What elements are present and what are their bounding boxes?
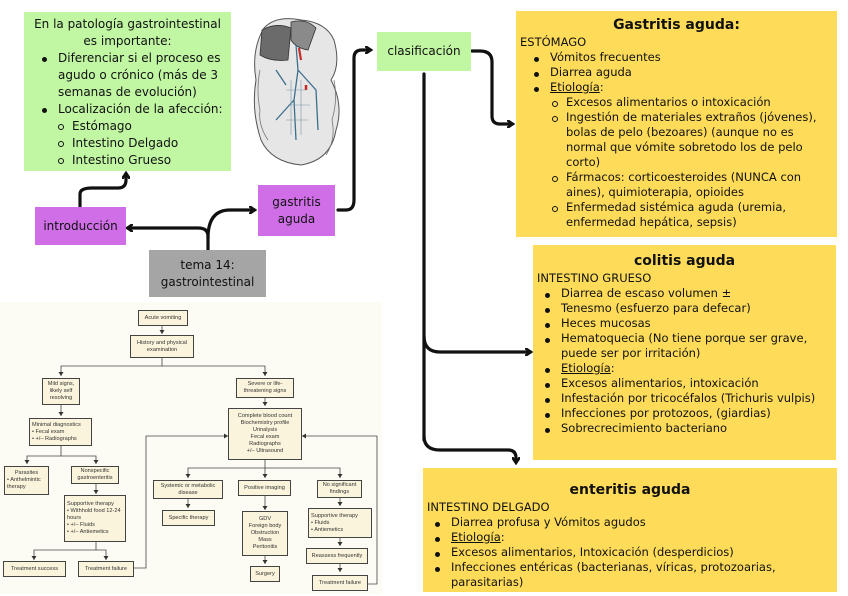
intro-subitem: Intestino Grueso [46, 152, 227, 169]
flow-text: • Fecal exam [32, 428, 65, 435]
flow-systemic: Systemic or metabolic disease [153, 480, 223, 499]
arrow-introduccion-to-intro-box [78, 174, 126, 208]
flow-severe-signs: Severe or life-threatening signs [236, 378, 294, 398]
flow-acute-vomiting: Acute vomiting [138, 310, 188, 326]
flow-text: Biochemistry profile [240, 420, 290, 426]
flow-treatment-failure-left: Treatment failure [78, 561, 134, 577]
flow-text: GDV [258, 516, 272, 522]
flow-reassess: Reassess frequently [306, 548, 368, 564]
intro-item-text: Localización de la afección: [58, 102, 223, 116]
flow-text: • Anthelmintic therapy [7, 477, 41, 490]
colitis-item: Heces mucosas [531, 316, 832, 331]
colitis-item: Excesos alimentarios, intoxicación [531, 376, 832, 391]
flow-text: • Fluids [311, 519, 330, 526]
flow-mild-signs: Mild signs, likely self resolving [42, 378, 80, 405]
arrow-clasificacion-to-gastritis-box [470, 49, 512, 124]
intro-box: En la patología gastrointestinal es impo… [24, 12, 231, 171]
flow-full-diagnostics: Complete blood count Biochemistry profil… [228, 408, 302, 460]
enteritis-item: Excesos alimentarios, Intoxicación (desp… [421, 545, 833, 560]
gastritis-item: Diarrea aguda [520, 65, 833, 80]
colitis-item: Infecciones por protozoos, (giardias) [531, 406, 832, 421]
colitis-title: colitis aguda [633, 253, 736, 269]
vomiting-flowchart: Acute vomiting History and physical exam… [0, 302, 382, 594]
flow-text: Peritonitis [252, 544, 278, 550]
intestine-illustration [246, 10, 346, 170]
flow-text: Supportive therapy [311, 512, 358, 519]
enteritis-item: Infecciones entéricas (bacterianas, víri… [421, 560, 833, 590]
enteritis-etiology: Etiología: [421, 530, 833, 545]
gastritis-etiology-item: Enfermedad sistémica aguda (uremia, enfe… [540, 200, 833, 230]
flow-supportive-right: Supportive therapy • Fluids • Antiemetic… [308, 508, 372, 538]
flow-text: Mass [258, 537, 272, 543]
colitis-item: Diarrea de escaso volumen ± [531, 286, 832, 301]
flow-text: Obstruction [250, 530, 280, 536]
colitis-item: Sobrecrecimiento bacteriano [531, 421, 832, 436]
flow-text: • +/– Fluids [67, 522, 95, 528]
flow-text: Foreign body [248, 523, 282, 529]
etiology-label: Etiología [561, 361, 611, 375]
tema-node[interactable]: tema 14: gastrointestinal [149, 250, 266, 297]
flow-imaging-findings: GDV Foreign body Obstruction Mass Perito… [242, 511, 288, 556]
flow-text: Radiographs [249, 441, 281, 447]
gastritis-etiology-item: Ingestión de materiales extraños (jóvene… [540, 110, 833, 170]
colitis-box: colitis aguda INTESTINO GRUESO Diarrea d… [533, 245, 836, 460]
flow-nonspecific: Nonspecific gastroenteritis [71, 466, 119, 484]
intro-subitem: Intestino Delgado [46, 135, 227, 152]
flow-text: • +/– Antiemetics [67, 529, 109, 535]
enteritis-box: enteritis aguda INTESTINO DELGADO Diarre… [423, 468, 837, 592]
arrow-clasificacion-to-colitis [422, 334, 530, 352]
enteritis-organ: INTESTINO DELGADO [427, 500, 550, 514]
enteritis-title: enteritis aguda [569, 482, 691, 498]
arrow-tema-to-introduccion [128, 228, 210, 252]
flow-text: Minimal diagnostics [32, 421, 81, 428]
intro-title: En la patología gastrointestinal es impo… [34, 17, 221, 48]
flow-text: • Antiemetics [311, 526, 344, 533]
intro-item: Localización de la afección: Estómago In… [28, 101, 227, 169]
flow-parasites: Parasites • Anthelmintic therapy [4, 466, 49, 495]
flow-specific-therapy: Specific therapy [162, 510, 215, 526]
gastritis-box: Gastritis aguda: ESTÓMAGO Vómitos frecue… [516, 11, 837, 237]
gastritis-etiology-item: Excesos alimentarios o intoxicación [540, 95, 833, 110]
flow-supportive-left: Supportive therapy • Withhold food 12-24… [64, 495, 126, 542]
flow-surgery: Surgery [250, 566, 280, 582]
intro-item: Diferenciar si el proceso es agudo o cró… [28, 50, 227, 101]
flow-text: Urinalysis [252, 427, 278, 433]
intro-item-text: Diferenciar si el proceso es agudo o cró… [58, 51, 221, 99]
clasificacion-node[interactable]: clasificación [377, 32, 471, 71]
colitis-organ: INTESTINO GRUESO [537, 271, 652, 285]
gastritis-aguda-node[interactable]: gastritis aguda [258, 185, 335, 236]
colitis-etiology: Etiología: [531, 361, 832, 376]
flow-history: History and physical examination [130, 335, 194, 358]
flow-text: • Withhold food 12-24 hours [67, 508, 121, 521]
gastritis-item: Vómitos frecuentes [520, 50, 833, 65]
flow-text: +/– Ultrasound [246, 448, 284, 454]
colitis-item: Infestación por tricocéfalos (Trichuris … [531, 391, 832, 406]
flow-treatment-success: Treatment success [3, 561, 66, 577]
arrow-clasificacion-to-enteritis [422, 434, 516, 462]
flow-minimal-diagnostics: Minimal diagnostics • Fecal exam • +/– R… [29, 418, 92, 446]
gastritis-etiology-item: Fármacos: corticoesteroides (NUNCA con a… [540, 170, 833, 200]
flow-positive-imaging: Positive imaging [238, 480, 291, 496]
gastritis-title: Gastritis aguda: [613, 17, 740, 33]
flow-no-findings: No significant findings [317, 480, 362, 498]
etiology-label: Etiología [550, 80, 600, 94]
etiology-label: Etiología [451, 530, 501, 544]
flow-treatment-failure-right: Treatment failure [312, 575, 368, 591]
flow-text: Supportive therapy [67, 501, 114, 507]
enteritis-item: Diarrea profusa y Vómitos agudos [421, 515, 833, 530]
intestine-icon [253, 18, 340, 166]
colitis-item: Hematoquecia (No tiene porque ser grave,… [531, 331, 832, 361]
flow-text: Fecal exam [250, 434, 280, 440]
flow-text: Parasites [14, 470, 39, 476]
flow-text: • +/– Radiographs [32, 435, 77, 442]
gastritis-etiology: Etiología: Excesos alimentarios o intoxi… [520, 80, 833, 230]
colitis-item: Tenesmo (esfuerzo para defecar) [531, 301, 832, 316]
flow-text: Complete blood count [237, 413, 293, 419]
intro-subitem: Estómago [46, 118, 227, 135]
arrow-tema-to-gastritis [206, 210, 254, 240]
gastritis-organ: ESTÓMAGO [520, 35, 587, 49]
introduccion-node[interactable]: introducción [35, 207, 126, 245]
